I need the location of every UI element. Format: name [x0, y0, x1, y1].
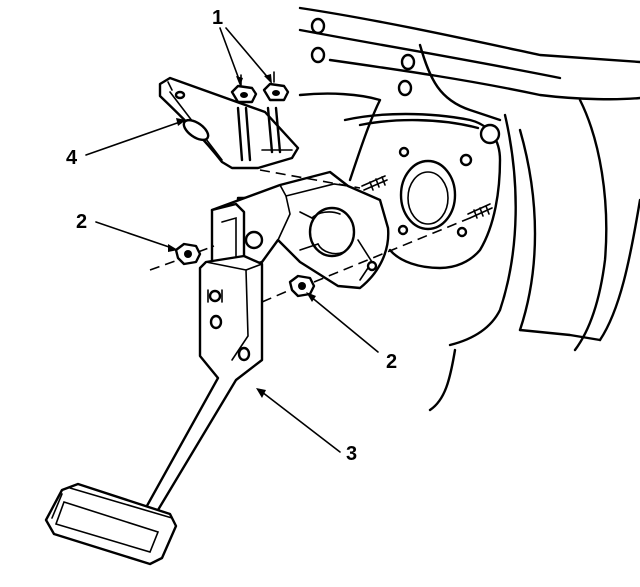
callout-2-left: 2	[76, 211, 87, 233]
pedal-pad	[44, 482, 178, 566]
callout-labels: 1 4 2 2 3	[66, 7, 397, 465]
callout-2-right: 2	[386, 351, 397, 373]
callout-1: 1	[212, 7, 223, 29]
leader-lines	[85, 27, 379, 453]
pivot-bore	[308, 206, 356, 258]
dash-panel	[298, 6, 640, 412]
center-lines	[149, 169, 471, 303]
side-nuts	[174, 242, 316, 298]
mounting-studs	[361, 175, 493, 219]
brake-pedal-arm	[136, 254, 264, 524]
callout-4: 4	[66, 147, 78, 169]
callout-3: 3	[346, 443, 357, 465]
upper-bracket	[158, 76, 300, 170]
top-nuts	[230, 71, 290, 104]
bracket-slot	[182, 118, 210, 142]
pedal-mount-bracket	[210, 170, 390, 290]
